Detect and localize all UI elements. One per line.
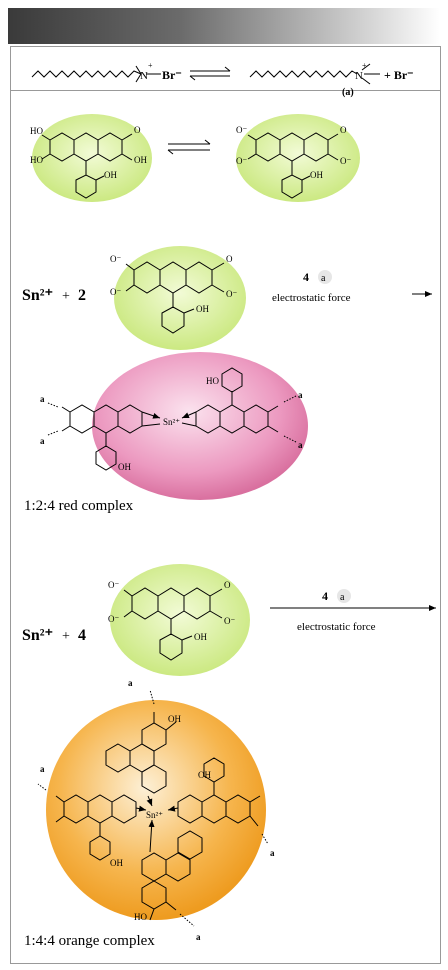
o-minus-label: O⁻	[236, 125, 247, 135]
orange-complex-label: 1:4:4 orange complex	[24, 933, 155, 949]
coef-2: 2	[78, 287, 86, 304]
a-label: a	[40, 436, 45, 446]
a-label: a	[298, 440, 303, 450]
sn-center-label: Sn²⁺	[146, 810, 163, 820]
red-complex-structure	[47, 367, 297, 471]
plus-bromide-right: + Br⁻	[384, 68, 414, 82]
o-minus-label: O⁻	[110, 254, 121, 264]
a-label: a	[270, 848, 275, 858]
plus-sign-2: +	[62, 629, 70, 644]
oh-label: OH	[110, 858, 123, 868]
reagent-a-2: a	[340, 592, 345, 603]
oh-label: OH	[118, 462, 131, 472]
orange-complex-structure	[37, 689, 269, 927]
reagent-coef-1: 4	[303, 270, 309, 284]
bromide-left: Br⁻	[162, 68, 182, 82]
plus-sign-1: +	[62, 289, 70, 304]
dye-anion-structure-2	[125, 261, 225, 334]
n-charge-right: +	[362, 61, 367, 70]
sn-ion-2: Sn²⁺	[22, 627, 53, 644]
reagent-a-1: a	[321, 273, 326, 284]
species-a-label: (a)	[342, 87, 354, 98]
red-complex-label: 1:2:4 red complex	[24, 498, 134, 514]
red-complex-halo	[92, 352, 308, 500]
equilibrium-arrows-1	[189, 66, 231, 81]
orange-complex-halo	[46, 700, 266, 920]
oh-label: OH	[104, 170, 117, 180]
a-label: a	[40, 394, 45, 404]
a-label: a	[196, 932, 201, 942]
dye-anion-structure-3	[123, 587, 223, 661]
a-label: a	[298, 390, 303, 400]
ho-label: HO	[30, 155, 43, 165]
dye-anion-halo-3	[110, 564, 250, 676]
o-minus-label: O⁻	[110, 287, 121, 297]
o-minus-label: O⁻	[224, 616, 235, 626]
o-label: O	[340, 125, 347, 135]
reagent-a-badge-2	[337, 589, 351, 603]
oh-label: OH	[198, 770, 211, 780]
header-bar	[8, 8, 440, 44]
ho-label: HO	[206, 376, 219, 386]
o-minus-label: O⁻	[340, 156, 351, 166]
o-label: O	[224, 580, 231, 590]
dye-anion-structure	[247, 132, 339, 199]
o-minus-label: O⁻	[108, 614, 119, 624]
o-minus-label: O⁻	[236, 156, 247, 166]
section-divider	[10, 90, 441, 91]
ho-label: HO	[134, 912, 147, 922]
n-atom-right: N	[355, 70, 363, 82]
o-minus-label: O⁻	[108, 580, 119, 590]
oh-label: OH	[196, 304, 209, 314]
a-label: a	[128, 678, 133, 688]
sn-ion-1: Sn²⁺	[22, 287, 53, 304]
n-charge-left: +	[148, 61, 153, 70]
oh-label: OH	[134, 155, 147, 165]
scheme-panel	[10, 46, 441, 964]
sn-center-label: Sn²⁺	[163, 417, 180, 427]
dye-anion-halo-2	[114, 246, 246, 350]
ctab-chain-left	[31, 65, 161, 83]
o-label: O	[226, 254, 233, 264]
n-atom-left: N	[140, 70, 148, 82]
oh-label: OH	[310, 170, 323, 180]
condition-1: electrostatic force	[272, 292, 351, 304]
dye-neutral-structure	[41, 132, 133, 199]
o-minus-label: O⁻	[226, 289, 237, 299]
equilibrium-arrows-2	[167, 139, 211, 155]
condition-2: electrostatic force	[297, 621, 376, 633]
oh-label: OH	[168, 714, 181, 724]
coef-4: 4	[78, 627, 86, 644]
reagent-coef-2: 4	[322, 589, 328, 603]
reagent-a-badge-1	[318, 270, 332, 284]
o-label: O	[134, 125, 141, 135]
a-label: a	[40, 764, 45, 774]
ctab-chain-right	[249, 63, 380, 85]
oh-label: OH	[194, 632, 207, 642]
ho-label: HO	[30, 126, 43, 136]
